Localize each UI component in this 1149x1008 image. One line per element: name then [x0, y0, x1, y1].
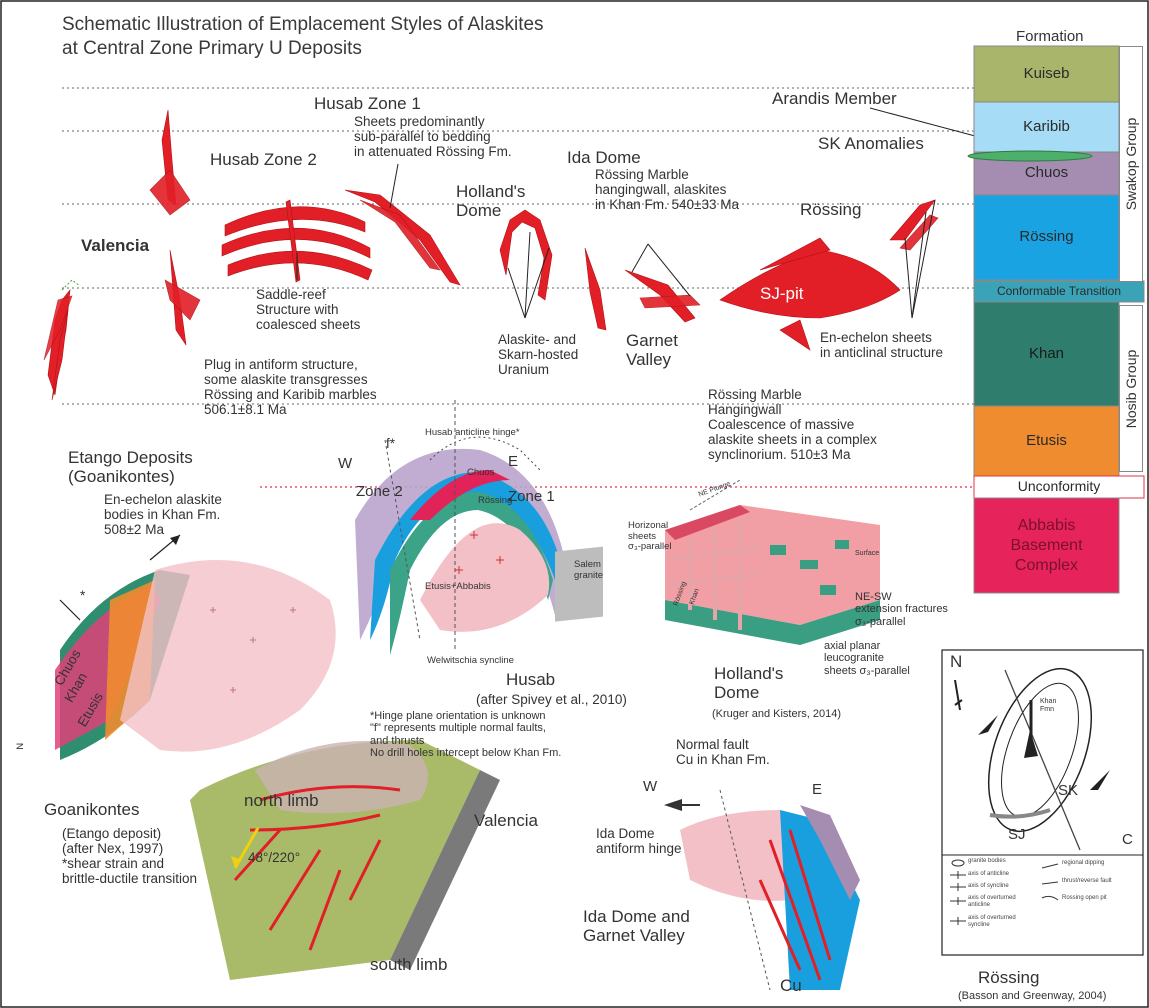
- valencia-title-top: Valencia: [81, 236, 149, 255]
- plug-description: Plug in antiform structure, some alaskit…: [204, 357, 377, 417]
- husab-chuos-label: Chuos: [467, 468, 494, 479]
- ida-hinge-label: Ida Dome antiform hinge: [596, 826, 682, 856]
- ida-w-label: W: [643, 779, 657, 796]
- ida-cu-label: Cu: [780, 976, 802, 995]
- salem-granite-label: Salem granite: [574, 560, 603, 581]
- swakop-group-bracket: Swakop Group: [1119, 46, 1143, 282]
- husab-zone-1-desc: Sheets predominantly sub-parallel to bed…: [354, 114, 512, 159]
- husab-title: Husab: [506, 670, 555, 689]
- goanikontes-star: *: [80, 588, 85, 603]
- hollands-dome-block-title: Holland's Dome: [714, 664, 783, 702]
- ida-dome-title: Ida Dome: [567, 148, 641, 167]
- title-line-1: Schematic Illustration of Emplacement St…: [62, 14, 544, 35]
- husab-zone-2-title: Husab Zone 2: [210, 150, 317, 169]
- nosib-group-label: Nosib Group: [1123, 349, 1139, 428]
- valencia-center-body: [150, 110, 200, 345]
- garnet-valley-label: Garnet Valley: [626, 331, 678, 369]
- formation-header: Formation: [1016, 29, 1084, 46]
- alaskite-skarn-label: Alaskite- and Skarn-hosted Uranium: [498, 332, 578, 377]
- map-legend-item: granite bodies: [968, 858, 1006, 865]
- husab-zone-1-title: Husab Zone 1: [314, 94, 421, 113]
- rossing-map-north: N: [950, 652, 962, 671]
- horizontal-sheets-label: Horizonal sheets σ₃-parallel: [628, 521, 672, 553]
- husab-zone-1-label: Zone 1: [508, 489, 555, 506]
- strat-label-0: Kuiseb: [974, 46, 1119, 102]
- rossing-map-sj: SJ: [1008, 827, 1026, 844]
- arandis-member-label: Arandis Member: [772, 89, 897, 108]
- map-legend-item: thrust/reverse fault: [1062, 878, 1112, 885]
- rossing-marble-description: Rössing Marble Hangingwall Coalescence o…: [708, 387, 877, 463]
- rossing-map-c: C: [1122, 832, 1133, 849]
- rossing-title-top: Rössing: [800, 200, 861, 219]
- map-legend-item: axis of anticline: [968, 871, 1009, 878]
- dip-angle-label: 48°/220°: [248, 850, 300, 865]
- husab-f-label: f*: [386, 436, 395, 451]
- hollands-dome-after: (Kruger and Kisters, 2014): [712, 708, 841, 720]
- title-line-2: at Central Zone Primary U Deposits: [62, 38, 362, 59]
- map-legend-item: Rossing open pit: [1062, 895, 1107, 902]
- strat-label-3: Rössing: [974, 195, 1119, 280]
- strat-label-1: Karibib: [974, 102, 1119, 152]
- en-echelon-anticlinal-label: En-echelon sheets in anticlinal structur…: [820, 330, 943, 360]
- south-limb-label: south limb: [370, 955, 447, 974]
- husab-zone-2-label: Zone 2: [356, 484, 403, 501]
- etango-deposits-label: Etango Deposits (Goanikontes): [68, 448, 193, 486]
- goanikontes-title: Goanikontes: [44, 800, 139, 819]
- ida-dome-section-title: Ida Dome and Garnet Valley: [583, 907, 690, 945]
- husab-rossing-label: Rössing: [478, 496, 512, 507]
- husab-e-label: E: [508, 454, 518, 471]
- nosib-group-bracket: Nosib Group: [1119, 305, 1143, 472]
- goanikontes-block: [55, 535, 336, 760]
- swakop-group-label: Swakop Group: [1123, 118, 1139, 211]
- rossing-map-after: (Basson and Greenway, 2004): [958, 990, 1106, 1002]
- husab-notes: *Hinge plane orientation is unknown "f" …: [370, 710, 561, 759]
- strat-label-8: Abbabis Basement Complex: [974, 498, 1119, 593]
- ida-e-label: E: [812, 782, 822, 799]
- rossing-map-inner-label: Khan Fmn: [1040, 698, 1056, 714]
- normal-fault-label: Normal fault Cu in Khan Fm.: [676, 737, 770, 767]
- hollands-dome-block: [665, 480, 880, 645]
- ida-dome-body: [585, 248, 700, 330]
- map-legend-item: axis of syncline: [968, 883, 1009, 890]
- etusis-abbabis-label: Etusis+Abbabis: [425, 582, 491, 593]
- valencia-block: [190, 740, 500, 980]
- rossing-map-title: Rössing: [978, 968, 1039, 987]
- hollands-dome-body: [500, 210, 552, 300]
- valencia-left-body: [44, 290, 72, 400]
- north-limb-label: north limb: [244, 791, 319, 810]
- etango-description: En-echelon alaskite bodies in Khan Fm. 5…: [104, 492, 222, 537]
- rossing-map: [942, 650, 1143, 955]
- welwitschia-label: Welwitschia syncline: [427, 656, 514, 667]
- saddle-reef-label: Saddle-reef Structure with coalesced she…: [256, 287, 360, 332]
- strat-label-4: Conformable Transition: [974, 281, 1144, 302]
- husab-after: (after Spivey et al., 2010): [476, 692, 627, 707]
- map-legend-item: regional dipping: [1062, 860, 1104, 867]
- map-legend-item: axis of overturned anticline: [968, 895, 1016, 908]
- ne-sw-label: NE-SW extension fractures σ₃-parallel: [855, 591, 948, 628]
- strat-label-5: Khan: [974, 302, 1119, 406]
- husab-hinge-label: Husab anticline hinge*: [425, 428, 520, 439]
- ida-dome-desc: Rössing Marble hangingwall, alaskites in…: [595, 167, 739, 212]
- husab-w-label: W: [338, 456, 352, 473]
- rossing-map-sk: SK: [1058, 783, 1078, 800]
- sj-pit-label: SJ-pit: [760, 284, 803, 303]
- goanikontes-north: N: [16, 743, 27, 750]
- axial-planar-label: axial planar leucogranite sheets σ₃-para…: [824, 640, 910, 677]
- goanikontes-subtitle: (Etango deposit) (after Nex, 1997) *shea…: [62, 826, 197, 886]
- surface-label: Surface: [855, 550, 879, 558]
- strat-label-6: Etusis: [974, 406, 1119, 476]
- strat-label-2: Chuos: [974, 152, 1119, 195]
- valencia-block-title: Valencia: [474, 811, 538, 830]
- rossing-en-echelon-body: [890, 200, 938, 250]
- hollands-dome-title-top: Holland's Dome: [456, 182, 525, 220]
- strat-label-7: Unconformity: [974, 476, 1144, 498]
- map-legend-item: axis of overturned syncline: [968, 915, 1016, 928]
- ida-dome-section: [664, 790, 860, 990]
- sk-anomalies-label: SK Anomalies: [818, 134, 924, 153]
